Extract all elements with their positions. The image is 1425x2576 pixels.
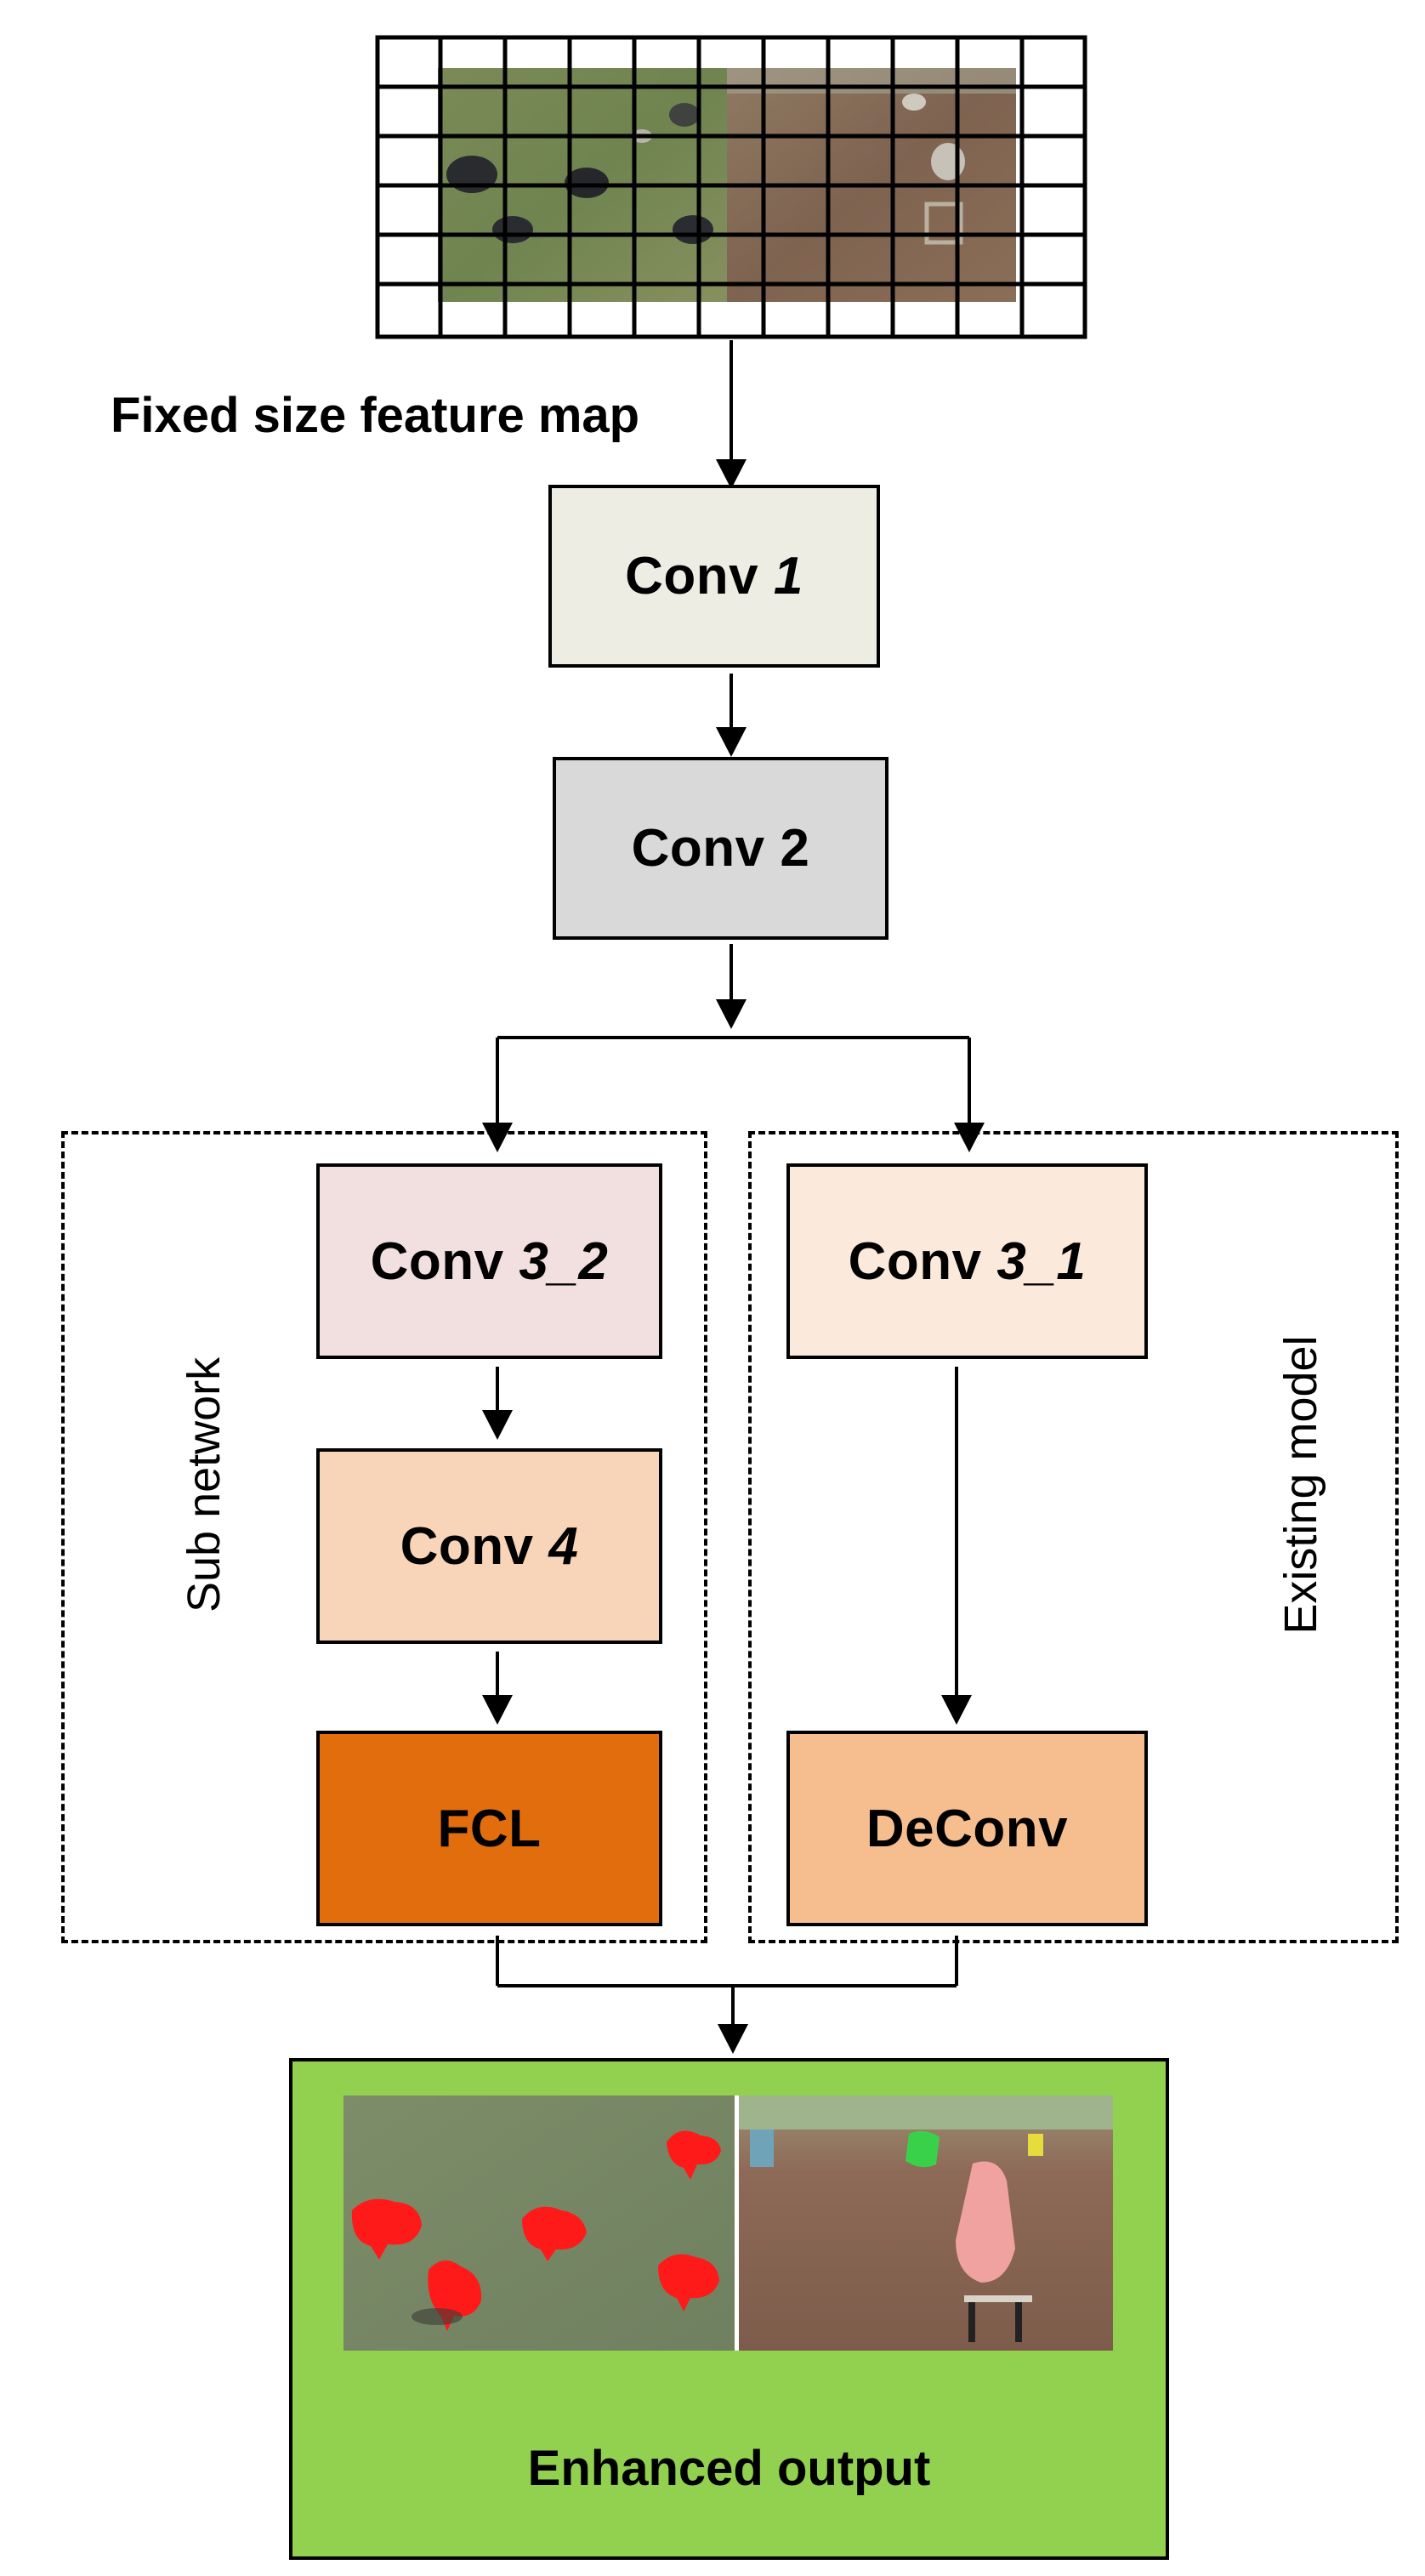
enhanced-output-node: Enhanced output [289, 2058, 1169, 2560]
arrowhead [941, 1695, 972, 1725]
arrowhead [954, 1123, 985, 1152]
enhanced-output-label: Enhanced output [527, 2441, 931, 2496]
conv3-1-num: 3_1 [996, 1231, 1087, 1291]
conv4-num: 4 [548, 1516, 579, 1576]
conv1-num: 1 [773, 547, 803, 606]
deconv-node: DeConv [786, 1731, 1148, 1926]
fcl-node: FCL [316, 1731, 662, 1926]
output-scene [343, 2095, 1113, 2351]
arrowhead [482, 1695, 513, 1725]
fcl-text: FCL [437, 1799, 542, 1858]
conv2-text: Conv 2 [631, 819, 810, 878]
existing-model-group [748, 1131, 1399, 1943]
conv1-text: Conv [625, 547, 774, 606]
arrowhead [716, 999, 747, 1029]
conv3-1-node: Conv 3_1 [786, 1163, 1148, 1359]
conv2-node: Conv 2 [553, 757, 888, 940]
arrowhead [718, 2024, 748, 2054]
conv4-text: Conv [400, 1516, 549, 1576]
conv3-2-num: 3_2 [519, 1231, 609, 1291]
arrowhead [482, 1410, 513, 1440]
arrowhead [716, 727, 747, 757]
conv3-2-text: Conv [370, 1231, 519, 1291]
sub-network-label: Sub network [179, 1356, 230, 1612]
arrowhead [482, 1123, 513, 1152]
conv1-node: Conv 1 [548, 485, 880, 668]
existing-model-label: Existing model [1275, 1335, 1326, 1635]
output-image [343, 2095, 1113, 2351]
feature-map-grid [375, 35, 1087, 339]
conv4-node: Conv 4 [316, 1448, 662, 1644]
conv3-1-text: Conv [848, 1231, 997, 1291]
arrowhead [716, 459, 747, 489]
deconv-text: DeConv [866, 1799, 1069, 1858]
feature-map-label: Fixed size feature map [111, 388, 640, 443]
sub-network-group [61, 1131, 707, 1943]
conv3-2-node: Conv 3_2 [316, 1163, 662, 1359]
